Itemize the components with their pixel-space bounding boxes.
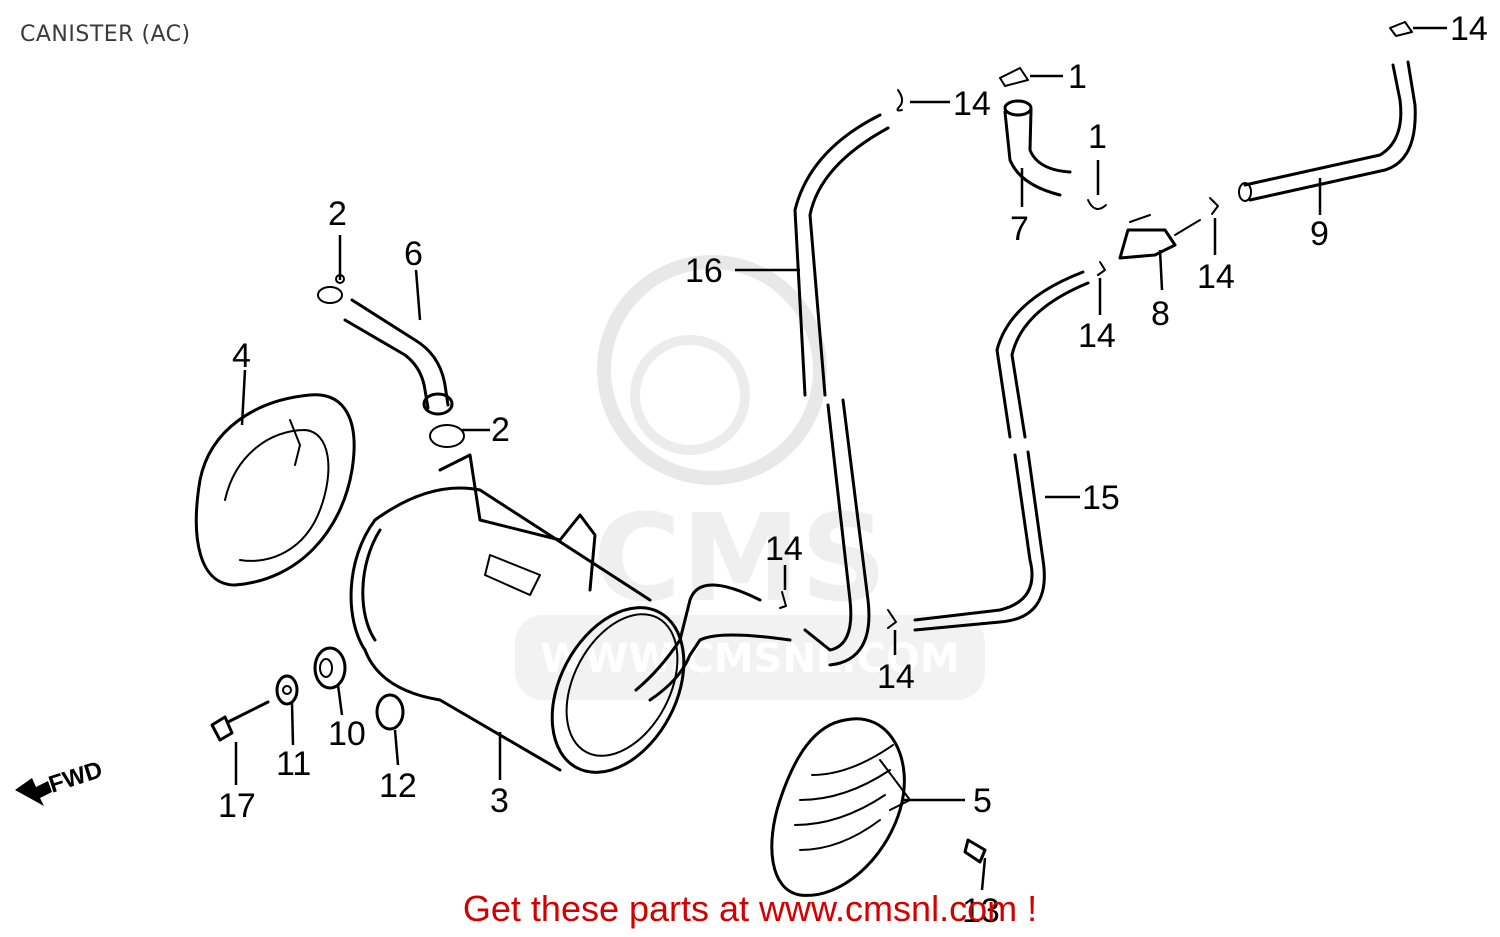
callout-10: 10 [328,715,366,753]
fwd-arrow: FWD [15,756,106,806]
callout-1-top: 1 [1068,58,1087,96]
callout-14-mid: 14 [1078,317,1116,355]
part-5-cover[interactable] [770,717,911,897]
callout-15: 15 [1082,479,1120,517]
part-1-clamp[interactable] [1087,199,1107,210]
callout-2-lower: 2 [491,411,510,449]
fwd-label: FWD [46,756,106,799]
part-14-clamp-top-right[interactable] [1389,21,1413,37]
callouts: 14 1 14 1 7 9 16 14 8 14 2 6 4 2 15 14 1… [218,10,1488,930]
callout-14-canister: 14 [765,530,803,568]
callout-5: 5 [973,782,992,820]
part-14-clamp-right[interactable] [1209,197,1219,215]
part-12-cap[interactable] [375,693,405,731]
cta-banner: Get these parts at www.cmsnl.com ! [0,888,1500,930]
leader-lines [234,26,1447,891]
part-9-pipe[interactable] [1238,60,1417,202]
callout-12: 12 [379,767,417,805]
part-14-clamp-top[interactable] [896,89,904,112]
callout-8: 8 [1151,295,1170,333]
callout-14-top: 14 [953,85,991,123]
part-16-hose[interactable] [793,113,890,667]
part-15-hose[interactable] [913,270,1090,632]
callout-14-right: 14 [1197,258,1235,296]
cta-link[interactable]: Get these parts at www.cmsnl.com ! [462,888,1038,929]
part-17-bolt[interactable] [210,700,270,742]
callout-6: 6 [404,235,423,273]
watermark-url: WWW.CMSNL.COM [540,636,960,682]
callout-14-bottom: 14 [877,658,915,696]
part-11-collar[interactable] [275,674,299,706]
part-4-cover[interactable] [194,393,356,587]
callout-17: 17 [218,787,256,825]
part-1-cap[interactable] [999,67,1029,87]
watermark-text: CMS [593,490,887,629]
part-13-bolt[interactable] [963,838,987,864]
diagram-title: CANISTER (AC) [20,22,191,47]
callout-13: 13 [962,892,1000,930]
callout-7: 7 [1010,210,1029,248]
part-10-grommet[interactable] [313,646,347,690]
callout-1-lower: 1 [1088,118,1107,156]
part-8-joint[interactable] [1118,214,1201,260]
watermark-logo: CMS WWW.CMSNL.COM [515,255,985,700]
part-14-clamp-canister[interactable] [779,591,787,609]
callout-2-upper: 2 [328,195,347,233]
part-14-clamp-bottom[interactable] [887,609,897,629]
part-2-clamp-lower[interactable] [429,424,465,448]
callout-14-top-right: 14 [1450,10,1488,48]
part-14-clamp-mid[interactable] [1097,261,1106,276]
callout-16: 16 [685,252,723,290]
part-7-hose[interactable] [1003,99,1072,197]
callout-4: 4 [232,337,251,375]
part-6-hose[interactable] [343,298,454,416]
callout-11: 11 [276,745,311,783]
part-3-canister[interactable] [349,453,792,795]
callout-9: 9 [1310,215,1329,253]
callout-3: 3 [490,782,509,820]
